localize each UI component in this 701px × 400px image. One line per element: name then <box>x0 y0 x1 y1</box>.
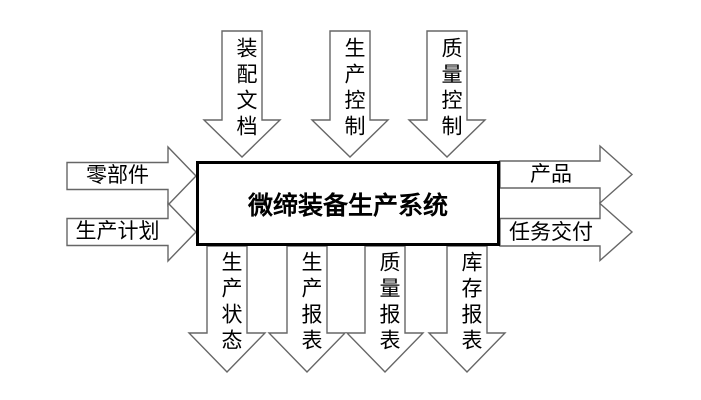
arrow-right-task-delivery <box>499 201 634 263</box>
arrow-right-product <box>499 144 634 205</box>
arrow-down-inventory-report <box>427 245 507 374</box>
system-title: 微缔装备生产系统 <box>247 191 448 220</box>
arrow-right-parts <box>66 145 197 207</box>
arrow-down-production-control <box>310 30 390 158</box>
arrow-down-production-status <box>187 245 267 374</box>
right-output-label-task-delivery: 任务交付 <box>509 221 593 244</box>
bottom-output-label-quality-report: 质量报表 <box>377 251 400 355</box>
arrow-right-production-plan <box>66 201 197 263</box>
arrow-down-quality-report <box>345 245 425 374</box>
arrow-down-assembly-docs <box>202 30 282 158</box>
arrow-down-production-report <box>267 245 347 374</box>
right-output-label-product: 产品 <box>530 163 572 186</box>
bottom-output-label-inventory-report: 库存报表 <box>459 251 482 355</box>
arrow-down-quality-control <box>407 30 487 158</box>
system-box <box>196 161 500 246</box>
bottom-output-label-production-status: 生产状态 <box>219 251 242 355</box>
top-input-label-quality-control: 质量控制 <box>439 37 462 141</box>
top-input-label-assembly-docs: 装配文档 <box>234 37 257 141</box>
left-input-label-production-plan: 生产计划 <box>75 220 160 243</box>
bottom-output-label-production-report: 生产报表 <box>299 251 322 355</box>
top-input-label-production-control: 生产控制 <box>342 37 365 141</box>
left-input-label-parts: 零部件 <box>86 164 149 187</box>
